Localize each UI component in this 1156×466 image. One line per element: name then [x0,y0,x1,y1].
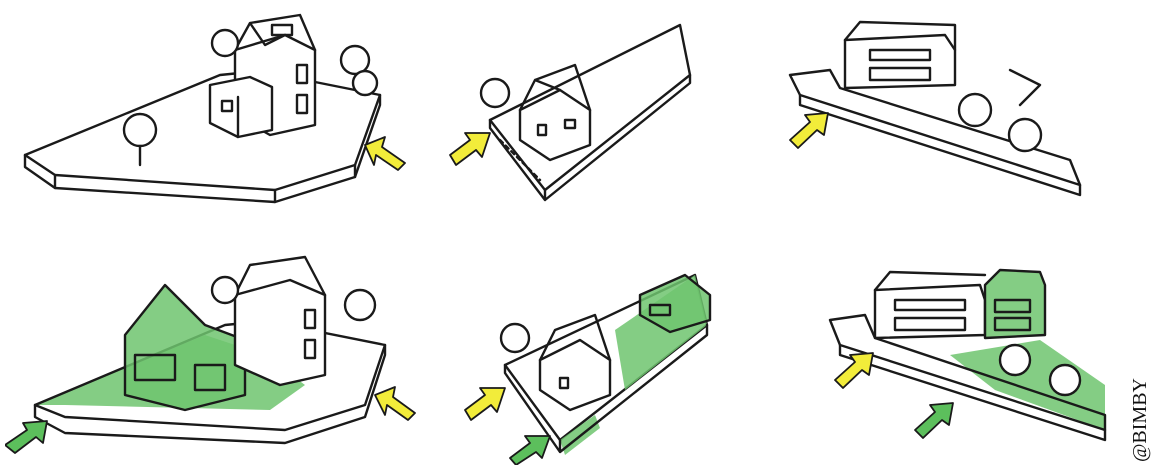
panel-before-terrace-plot [780,10,1090,205]
sketch-corner-plot-after [5,255,416,454]
access-arrow-icon [374,386,416,421]
sketch-corner-plot-before [23,13,406,204]
panel-before-corner-plot [10,5,420,205]
panel-before-long-plot [440,15,730,205]
new-access-arrow-icon [509,435,551,465]
sketch-long-plot-before [449,23,692,202]
new-build-zone [950,340,1105,430]
panel-after-long-plot [445,260,735,465]
sketch-long-plot-after [464,273,712,465]
access-arrow-icon [449,132,491,166]
sketch-terrace-plot-after [828,268,1107,442]
lot-wall [33,319,387,432]
credit-text: @BIMBY [1129,378,1151,462]
existing-house [538,338,612,412]
new-access-arrow-icon [914,402,954,439]
access-arrow-icon [464,387,506,421]
lot-wall [23,69,382,192]
new-house [638,273,712,334]
new-access-arrow-icon [5,420,48,454]
panel-after-corner-plot [5,245,425,465]
sketch-terrace-plot-before [788,20,1082,197]
access-arrow-icon [364,136,406,171]
access-arrow-icon [789,112,829,149]
access-arrow-icon [834,352,874,389]
panel-after-terrace-plot [800,260,1110,460]
existing-house [233,278,327,387]
terrace-houses [843,33,957,90]
